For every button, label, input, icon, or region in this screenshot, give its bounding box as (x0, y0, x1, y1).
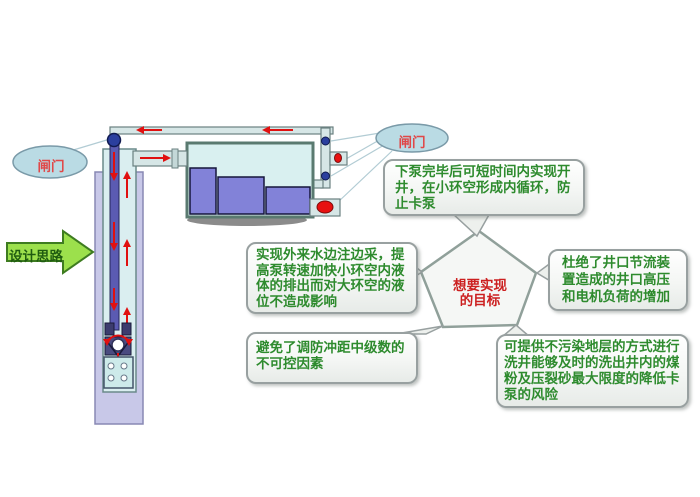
tail-fast-open-well (450, 212, 492, 238)
well-schematic (94, 132, 188, 425)
design-idea-label: 设计思路 (9, 249, 63, 264)
pipe-coupling (171, 148, 179, 169)
transfer-pump (309, 198, 341, 217)
blue-valve (321, 171, 330, 181)
pipe-valves (321, 136, 342, 181)
tank-baffle (189, 167, 217, 215)
tank-baffle (217, 176, 265, 215)
benefit-bubble-fast-open-well: 下泵完毕后可短时间内实现开井，在小环空形成内循环，防止卡泵 (383, 159, 585, 216)
gate-ellipse-right (375, 123, 449, 153)
benefit-bubble-inject-while-produce: 实现外来水边注边采，提高泵转速加快小环空内液体的排出而对大环空的液位不造成影响 (246, 242, 418, 314)
downhole-pump (103, 322, 133, 371)
benefit-bubble-no-throttle: 杜绝了井口节流装置造成的井口高压和电机负荷的增加 (548, 249, 688, 311)
pump-ball-valve (111, 338, 125, 352)
gate-label-left: 闸门 (37, 159, 65, 174)
blue-valve (321, 136, 330, 146)
downflow-arrows (110, 152, 118, 311)
surface-tank (185, 141, 315, 219)
red-valve (334, 153, 342, 163)
tank-baffle (265, 186, 311, 215)
wellhead-valve (106, 132, 122, 148)
design-idea-arrow (6, 229, 95, 275)
gate-connector-lines (69, 132, 393, 204)
goal-label: 想要实现的目标 (453, 278, 507, 308)
benefit-bubble-clean-washing: 可提供不污染地层的方式进行洗井能够及时的洗出井内的煤粉及压裂砂最大限度的降低卡泵… (496, 334, 689, 408)
gate-ellipse-left (12, 145, 88, 179)
benefit-bubble-avoid-uncontrollable: 避免了调防冲距中级数的不可控因素 (246, 332, 418, 384)
gate-label-right: 闸门 (398, 135, 426, 150)
perforated-screen (103, 356, 134, 389)
return-pipe (109, 126, 334, 135)
goal-pentagon (419, 229, 538, 329)
